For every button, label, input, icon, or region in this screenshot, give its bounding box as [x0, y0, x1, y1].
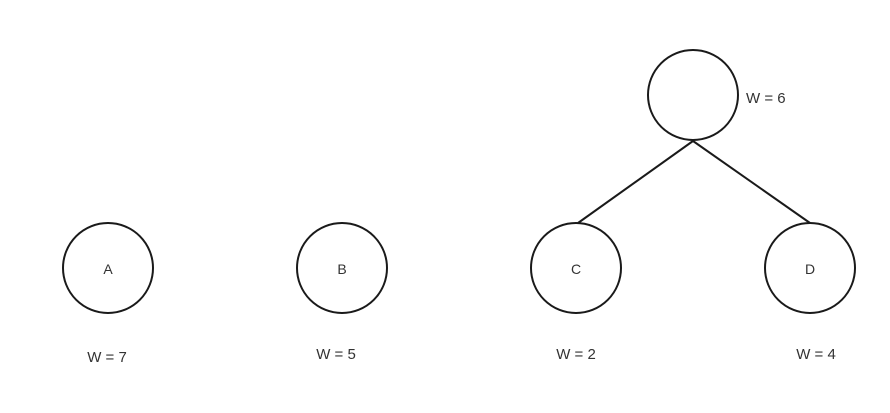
node-c-label: C [571, 261, 581, 277]
node-d: D [764, 222, 856, 314]
node-c-circle [530, 222, 622, 314]
node-b: B [296, 222, 388, 314]
node-parent [647, 49, 739, 141]
node-b-label: B [337, 261, 346, 277]
node-a-label: A [103, 261, 113, 277]
node-parent-circle [647, 49, 739, 141]
node-c: C [530, 222, 622, 314]
node-c-weight: W = 2 [556, 346, 596, 363]
node-b-weight: W = 5 [316, 346, 356, 363]
node-a-circle [62, 222, 154, 314]
node-parent-weight: W = 6 [746, 90, 786, 107]
edge-parent-c [577, 140, 694, 224]
node-d-label: D [805, 261, 815, 277]
node-a-weight: W = 7 [87, 349, 127, 366]
node-d-weight: W = 4 [796, 346, 836, 363]
node-b-circle [296, 222, 388, 314]
edge-parent-d [692, 140, 811, 224]
node-d-circle [764, 222, 856, 314]
node-a: A [62, 222, 154, 314]
